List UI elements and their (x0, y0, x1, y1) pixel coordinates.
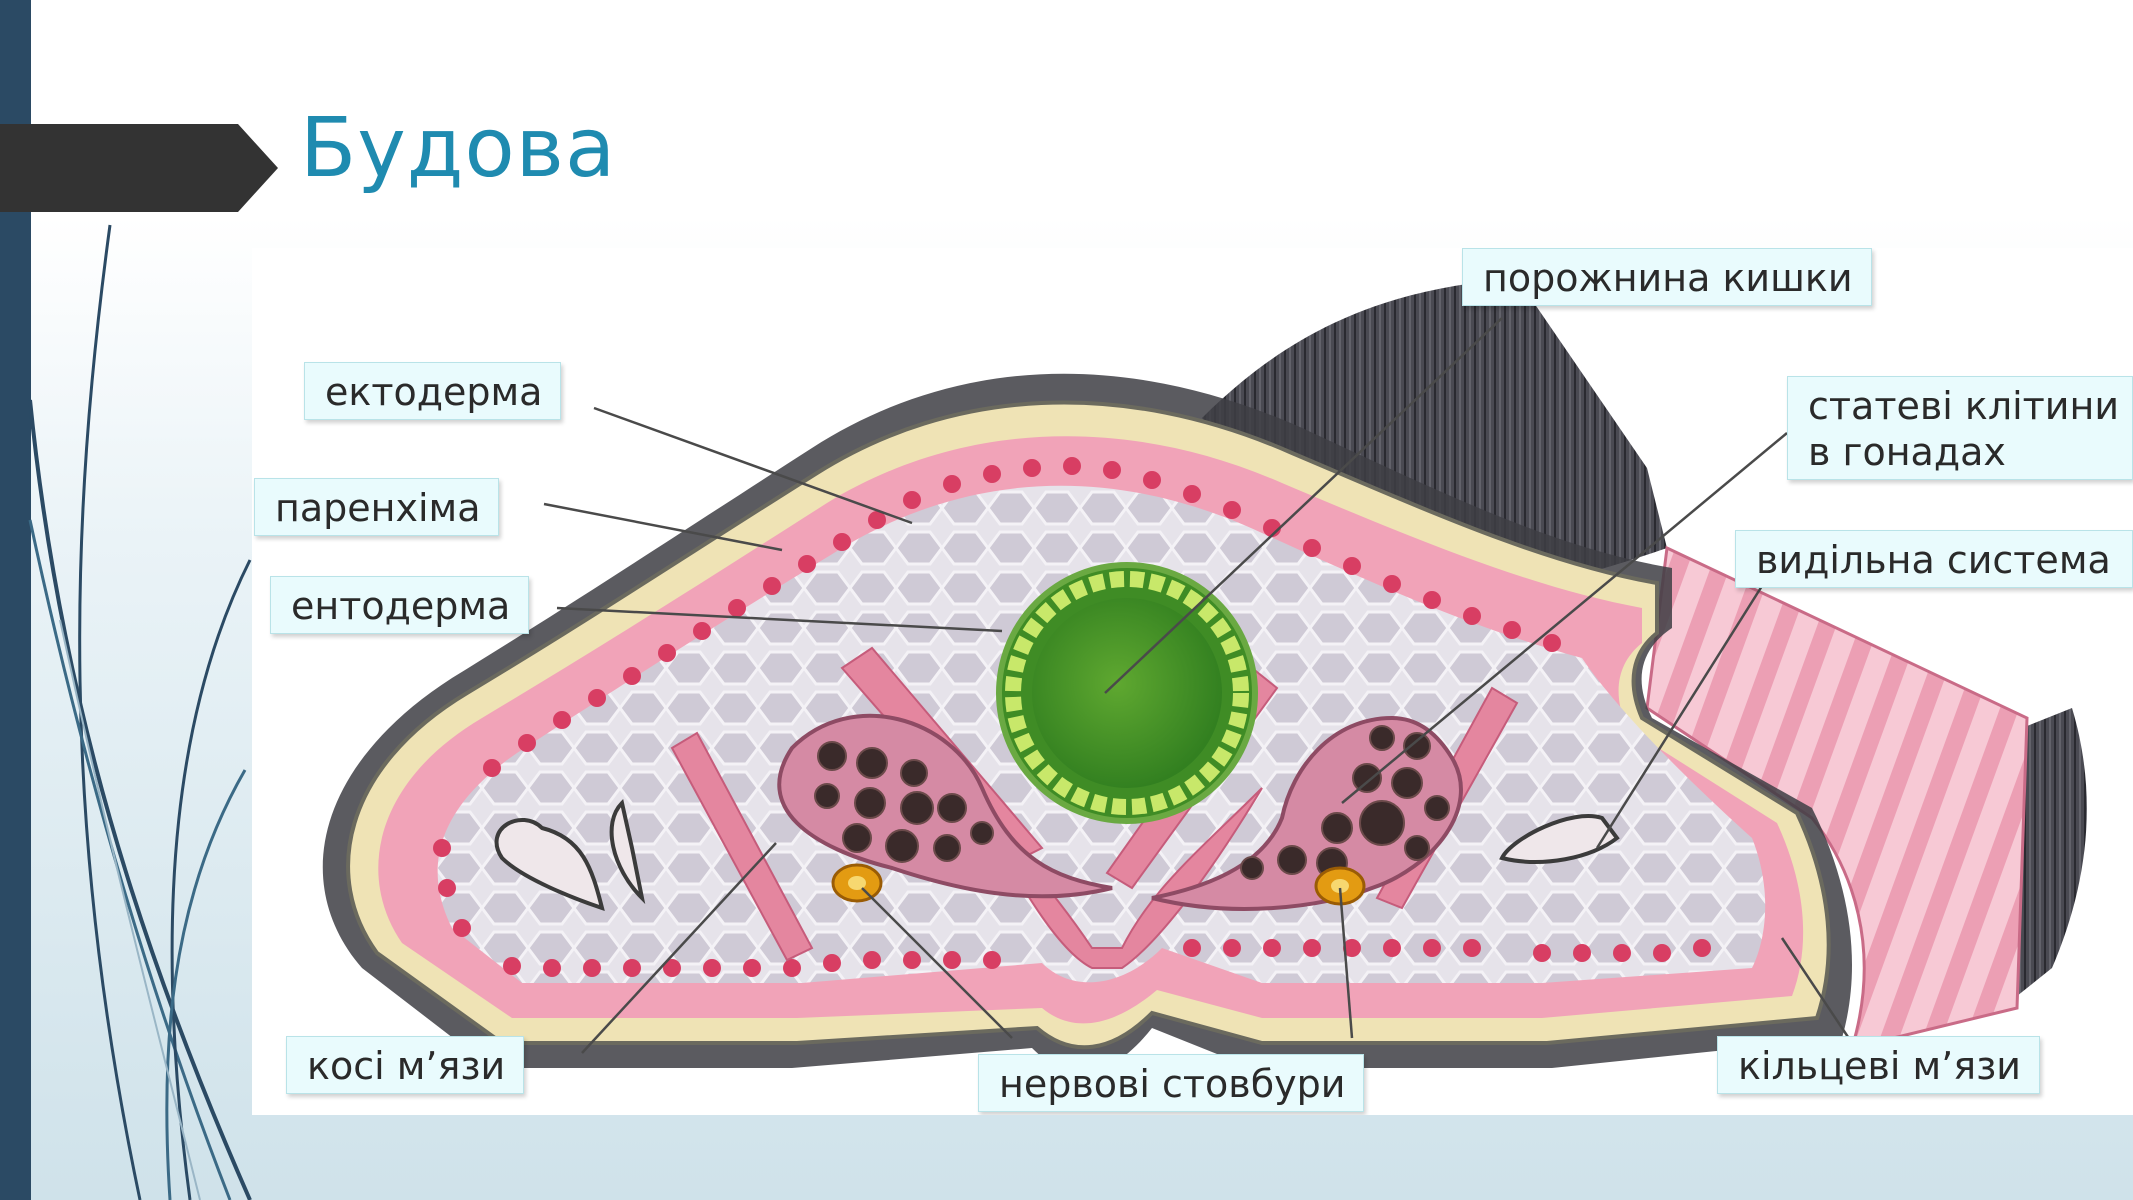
gonad-right (1151, 715, 1463, 911)
label-gonads: статеві клітини в гонадах (1787, 376, 2133, 480)
label-excretory-system: видільна система (1735, 530, 2133, 588)
label-gonads-line2: в гонадах (1808, 430, 2006, 474)
excretory-organs (494, 799, 1620, 912)
label-oblique-muscles: косі м’язи (286, 1036, 525, 1094)
gut-cavity (1032, 598, 1222, 788)
label-nerve-cords: нервові стовбури (978, 1054, 1365, 1112)
germ-cells-right (1240, 725, 1450, 880)
label-ectoderm: ектодерма (304, 362, 562, 420)
nerve-cords (831, 863, 1366, 906)
label-parenchyma: паренхіма (254, 478, 500, 536)
label-endoderm: ентодерма (270, 576, 530, 634)
muscle-dots (433, 457, 1711, 977)
title-arrow-icon (0, 124, 278, 212)
leader-lines (543, 317, 1854, 1054)
slide-title: Будова (300, 101, 617, 196)
flatworm-cross-section-figure: порожнина кишки ектодерма паренхіма енто… (252, 248, 2133, 1115)
label-gut-cavity: порожнина кишки (1462, 248, 1872, 306)
decorative-curves (28, 224, 252, 1200)
germ-cells-left (814, 741, 994, 863)
flatworm-cross-section-illustration (322, 278, 2087, 1073)
label-gonads-line1: статеві клітини (1808, 384, 2120, 428)
label-circular-muscles: кільцеві м’язи (1717, 1036, 2040, 1094)
